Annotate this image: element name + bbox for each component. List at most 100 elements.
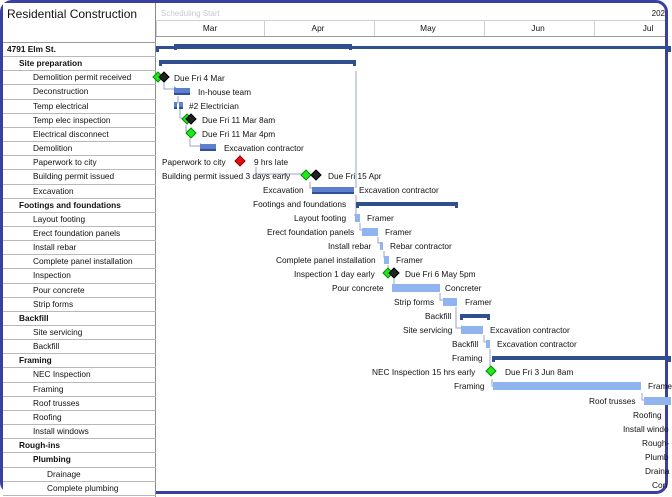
label-permit-name: Building permit issued 3 days early xyxy=(162,171,291,181)
task-row[interactable]: Plumbing xyxy=(3,453,156,468)
label-excavation-resource: Excavation contractor xyxy=(359,185,439,195)
label-backfill-name: Backfill xyxy=(452,339,479,349)
task-row[interactable]: Erect foundation panels xyxy=(3,227,156,242)
label-roughins-name: Rough- xyxy=(642,438,670,448)
task-row[interactable]: Strip forms xyxy=(3,298,156,312)
bar-temp-electrical-b[interactable] xyxy=(179,102,183,109)
task-row[interactable]: Complete panel installation xyxy=(3,255,156,270)
task-row[interactable]: Inspection xyxy=(3,269,156,284)
task-row[interactable]: Demolition xyxy=(3,142,156,157)
task-name: 4791 Elm St. xyxy=(7,44,56,54)
bar-deconstruction[interactable] xyxy=(174,88,190,95)
task-name: Deconstruction xyxy=(33,86,89,97)
task-name: Framing xyxy=(19,355,52,366)
label-nec-name: NEC Inspection 15 hrs early xyxy=(372,367,476,377)
bar-layout-footing[interactable] xyxy=(355,214,360,222)
task-name: Roof trusses xyxy=(33,397,80,408)
task-name: Site servicing xyxy=(33,327,83,337)
month-header-jul: Jul xyxy=(642,23,654,33)
milestone-nec-inspection[interactable] xyxy=(485,365,497,377)
label-panel-name: Complete panel installation xyxy=(276,255,376,265)
month-tick xyxy=(484,20,485,36)
summary-bar-site-preparation[interactable] xyxy=(159,60,356,66)
gantt-chart-pane: Scheduling Start 202 Mar Apr May Jun Jul xyxy=(152,3,672,497)
deadline-building-permit[interactable] xyxy=(310,169,322,181)
timescale-bottom xyxy=(156,36,665,37)
summary-bar-backfill[interactable] xyxy=(460,314,490,320)
task-row[interactable]: Excavation xyxy=(3,185,156,199)
month-header-mar: Mar xyxy=(202,23,218,33)
task-row[interactable]: Backfill xyxy=(3,312,156,327)
label-temp-elec-insp-due: Due Fri 11 Mar 8am xyxy=(202,115,276,125)
task-row[interactable]: Framing xyxy=(3,383,156,397)
bar-complete-panel[interactable] xyxy=(384,256,389,264)
label-paperwork-name: Paperwork to city xyxy=(162,157,226,167)
label-pour-resource: Concreter xyxy=(445,283,482,293)
task-row[interactable]: Layout footing xyxy=(3,213,156,227)
task-row[interactable]: NEC Inspection xyxy=(3,368,156,383)
label-rebar-name: Install rebar xyxy=(328,241,372,251)
task-name: Building permit issued xyxy=(33,171,115,182)
task-row[interactable]: Pour concrete xyxy=(3,284,156,298)
task-row[interactable]: Temp electrical xyxy=(3,100,156,114)
label-roof-trusses-name: Roof trusses xyxy=(589,396,636,406)
task-row[interactable]: Backfill xyxy=(3,340,156,355)
task-row[interactable]: Install rebar xyxy=(3,241,156,256)
milestone-electrical-disconnect[interactable] xyxy=(185,127,197,139)
milestone-paperwork-late[interactable] xyxy=(234,155,246,167)
scheduling-start-label: Scheduling Start xyxy=(161,9,220,18)
label-panel-resource: Framer xyxy=(396,255,423,265)
bar-site-servicing[interactable] xyxy=(461,326,483,334)
task-row[interactable]: Deconstruction xyxy=(3,85,156,100)
bar-strip-forms[interactable] xyxy=(443,298,457,306)
bar-install-rebar[interactable] xyxy=(380,242,383,250)
label-plumbing-name: Plumb xyxy=(645,452,669,462)
task-row[interactable]: Site servicing xyxy=(3,326,156,341)
task-row[interactable]: Framing xyxy=(3,354,156,369)
task-row[interactable]: Install windows xyxy=(3,425,156,440)
task-row[interactable]: Complete plumbing xyxy=(3,482,156,496)
summary-bar-4791-elm[interactable] xyxy=(156,46,671,52)
label-pour-name: Pour concrete xyxy=(332,283,384,293)
bar-roof-trusses[interactable] xyxy=(644,397,671,405)
task-row[interactable]: Rough-ins xyxy=(3,439,156,454)
label-paperwork-late: 9 hrs late xyxy=(254,157,289,167)
task-list-pane: Residential Construction 4791 Elm St.Sit… xyxy=(3,3,156,497)
label-inspection-due: Due Fri 6 May 5pm xyxy=(405,269,476,279)
task-name: Inspection xyxy=(33,270,71,281)
summary-bar-footings[interactable] xyxy=(356,202,458,208)
label-strip-name: Strip forms xyxy=(394,297,435,307)
bar-temp-electrical-a[interactable] xyxy=(174,102,177,109)
summary-bar-framing[interactable] xyxy=(492,356,671,362)
month-header-jun: Jun xyxy=(531,23,545,33)
task-row[interactable]: Demolition permit received xyxy=(3,71,156,86)
bar-excavation[interactable] xyxy=(312,187,354,194)
label-footings-name: Footings and foundations xyxy=(253,199,347,209)
task-row[interactable]: 4791 Elm St. xyxy=(3,43,156,58)
task-list-header-divider xyxy=(3,42,156,43)
bar-erect-panels[interactable] xyxy=(362,228,378,236)
task-row[interactable]: Temp elec inspection xyxy=(3,114,156,128)
task-row[interactable]: Roof trusses xyxy=(3,397,156,411)
label-deconstruction-resource: In-house team xyxy=(198,87,252,97)
bar-backfill[interactable] xyxy=(486,340,490,348)
label-complete-plumbing-name: Con xyxy=(652,480,668,490)
task-row[interactable]: Paperwork to city xyxy=(3,156,156,171)
task-row[interactable]: Site preparation xyxy=(3,57,156,72)
task-name: Layout footing xyxy=(33,213,86,224)
task-row[interactable]: Electrical disconnect xyxy=(3,128,156,143)
task-name: Erect foundation panels xyxy=(33,227,121,238)
task-row[interactable]: Building permit issued xyxy=(3,170,156,185)
task-row[interactable]: Roofing xyxy=(3,411,156,426)
bar-pour-concrete[interactable] xyxy=(392,284,440,292)
label-layout-resource: Framer xyxy=(367,213,394,223)
label-inspection-name: Inspection 1 day early xyxy=(294,269,375,279)
bar-demolition[interactable] xyxy=(200,144,216,151)
task-name: Temp elec inspection xyxy=(33,114,111,125)
task-name: Temp electrical xyxy=(33,100,89,111)
bar-framing[interactable] xyxy=(493,382,641,390)
label-layout-name: Layout footing xyxy=(294,213,347,223)
task-row[interactable]: Drainage xyxy=(3,468,156,482)
label-roofing-name: Roofing xyxy=(633,410,662,420)
task-row[interactable]: Footings and foundations xyxy=(3,199,156,213)
